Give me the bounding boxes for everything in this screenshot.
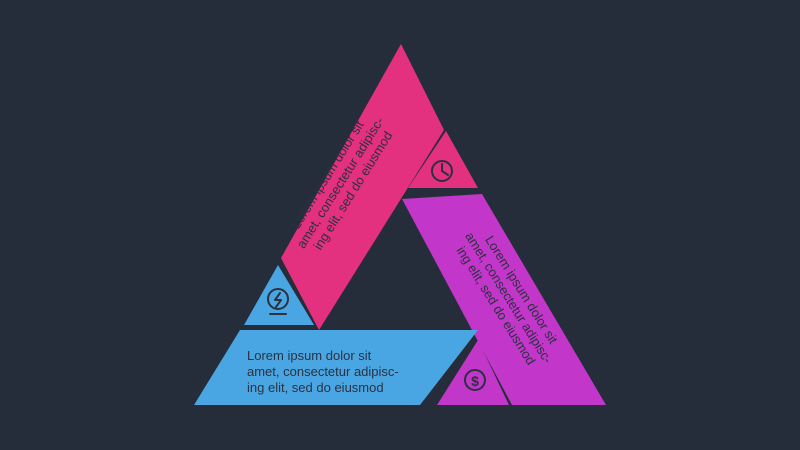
right-band (402, 194, 606, 405)
bottom-band (194, 330, 478, 405)
top-corner-triangle (408, 131, 478, 188)
bottom-text-line-2: amet, consectetur adipisc- (247, 364, 399, 379)
bottom-corner-triangle (437, 340, 509, 405)
left-band (281, 44, 444, 330)
dollar-icon: $ (464, 369, 486, 391)
clock-icon (431, 160, 453, 182)
bottom-text-line-1: Lorem ipsum dolor sit (247, 348, 372, 363)
bottom-band-text: Lorem ipsum dolor sit amet, consectetur … (247, 348, 399, 395)
dollar-glyph: $ (471, 373, 479, 389)
lightbulb-icon (267, 288, 289, 315)
bottom-text-line-3: ing elit, sed do eiusmod (247, 380, 384, 395)
